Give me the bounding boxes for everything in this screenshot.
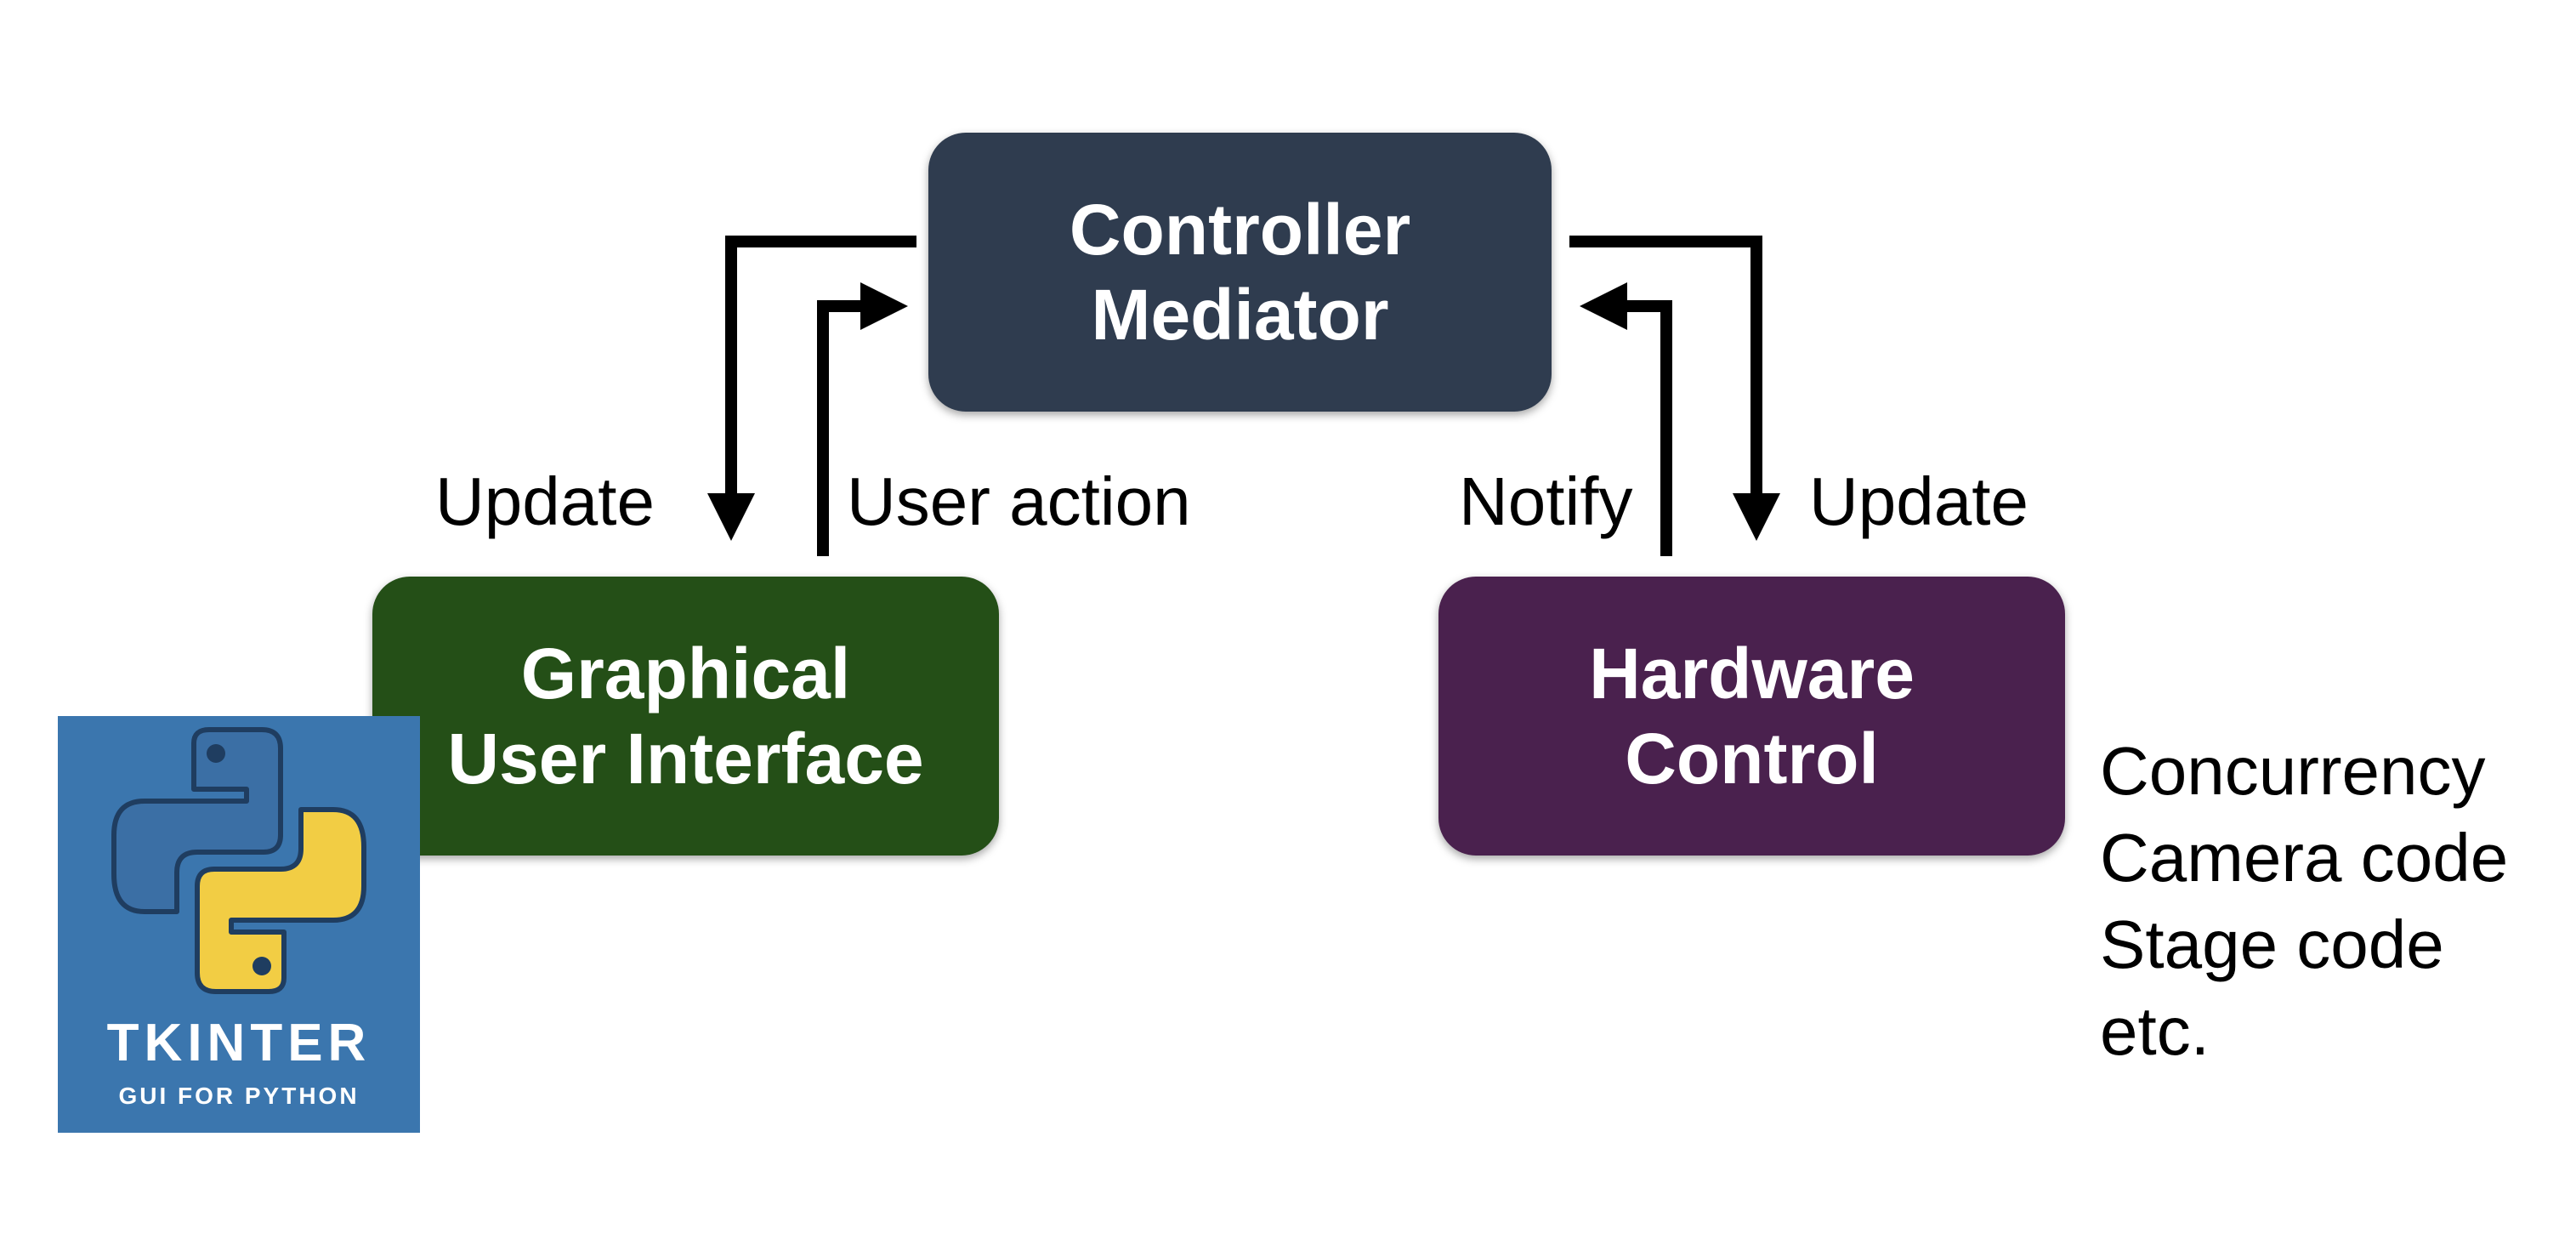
hardware-note: Stage code (2100, 907, 2444, 982)
tkinter-logo: TKINTER GUI FOR PYTHON (58, 716, 420, 1133)
hardware-notes: Concurrency Camera code Stage code etc. (2100, 728, 2508, 1075)
arrow-gui-to-controller (817, 282, 908, 556)
logo-title: TKINTER (106, 1014, 372, 1072)
controller-node-line-2: Mediator (1091, 275, 1389, 355)
gui-node: Graphical User Interface (372, 577, 999, 856)
edge-label-update-hardware: Update (1809, 463, 2028, 539)
gui-node-line-2: User Interface (447, 719, 924, 799)
arrow-controller-to-hardware (1569, 236, 1780, 541)
controller-mediator-node: Controller Mediator (928, 133, 1552, 412)
hardware-control-node: Hardware Control (1438, 577, 2065, 856)
hardware-node-line-1: Hardware (1589, 634, 1915, 713)
python-logo-icon (111, 727, 366, 994)
controller-node-line-1: Controller (1069, 190, 1411, 270)
python-logo-blue-half (111, 727, 283, 914)
arrow-controller-to-gui (707, 236, 916, 541)
gui-node-line-1: Graphical (520, 634, 851, 713)
hardware-node-line-2: Control (1625, 719, 1879, 799)
hardware-note: Camera code (2100, 820, 2509, 895)
python-logo-blue-eye (207, 744, 225, 763)
python-logo-yellow-half (195, 807, 366, 994)
python-logo-yellow-eye (252, 957, 271, 975)
edge-label-user-action: User action (847, 463, 1191, 539)
logo-subtitle: GUI FOR PYTHON (118, 1083, 360, 1109)
arrow-hardware-to-controller (1580, 282, 1672, 556)
hardware-note: Concurrency (2100, 733, 2486, 809)
hardware-note: etc. (2100, 993, 2210, 1069)
edge-label-update-gui: Update (435, 463, 655, 539)
edge-label-notify: Notify (1459, 463, 1633, 539)
